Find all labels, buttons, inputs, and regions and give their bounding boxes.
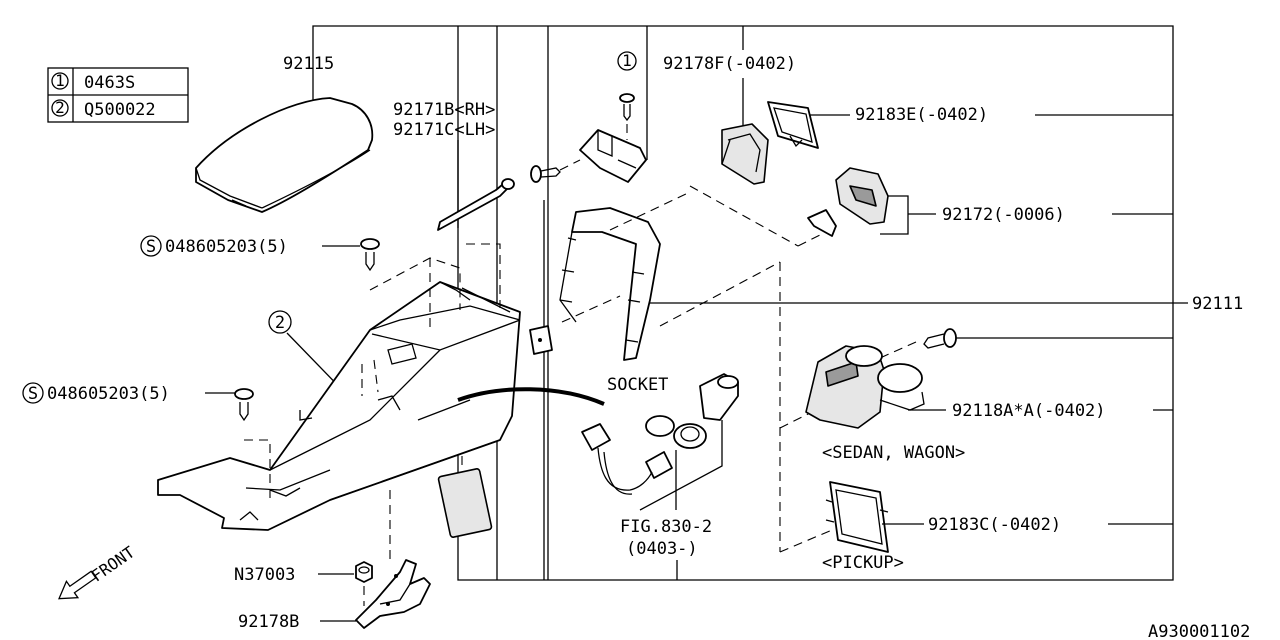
s-mark-icon [22,382,44,404]
socket-wire-indicator [457,387,605,406]
armrest-part[interactable] [195,97,374,213]
screw-upper-part[interactable] [360,238,380,272]
label-front: FRONT [88,542,139,585]
socket-harness-part[interactable] [581,423,673,495]
legend-code-2[interactable]: Q500022 [84,100,156,120]
label-screw-lower[interactable]: 048605203(5) [47,384,170,404]
circle-1-icon [617,51,637,71]
label-cover-f[interactable]: 92178F(-0402) [663,54,796,74]
label-armrest[interactable]: 92115 [283,54,334,74]
lid-e-part[interactable] [767,101,819,149]
lid-c-part[interactable] [825,481,889,553]
label-cupholder[interactable]: 92118A*A(-0402) [952,401,1106,421]
circle-2-icon [51,99,69,117]
label-console[interactable]: 92111 [1192,294,1243,314]
label-nut[interactable]: N37003 [234,565,295,585]
console-mount-lines [244,243,501,560]
cupholder-part[interactable] [805,345,925,429]
nut-part[interactable] [355,561,373,583]
front-arrow-icon [58,570,97,600]
s-mark-2: S [28,384,38,404]
label-variant-pickup: <PICKUP> [822,553,904,573]
label-fig-ref[interactable]: FIG.830-2 [620,517,712,537]
s-mark-icon [140,235,162,257]
socket-plug-part[interactable] [699,373,739,421]
bracket-part[interactable] [437,178,515,231]
label-socket[interactable]: SOCKET [607,375,668,395]
cover-f-part[interactable] [721,123,769,185]
console-body-part[interactable] [157,281,521,531]
panel-clip-part[interactable] [529,325,553,355]
diagram-id: A930001102 [1148,622,1250,640]
side-screw-part[interactable] [530,165,561,183]
label-lid-e[interactable]: 92183E(-0402) [855,105,988,125]
top-bracket-part[interactable] [579,129,647,183]
label-lid-c[interactable]: 92183C(-0402) [928,515,1061,535]
top-screw-part[interactable] [619,93,635,122]
bracket-b-part[interactable] [355,559,431,629]
console-pad-part[interactable] [437,468,493,538]
label-variant-sedan: <SEDAN, WAGON> [822,443,965,463]
label-bracket-b[interactable]: 92178B [238,612,299,632]
callout-2: 2 [275,313,285,333]
cupholder-screw-part[interactable] [923,328,957,349]
callout-1: 1 [622,51,632,70]
pocket-part[interactable] [807,167,889,237]
circle-2-icon [268,310,292,334]
label-fig-range: (0403-) [626,539,698,559]
frame-lines [312,25,1188,581]
label-bracket-lh[interactable]: 92171C<LH> [393,120,495,140]
label-bracket-rh[interactable]: 92171B<RH> [393,100,495,120]
side-panel-part[interactable] [559,207,661,361]
circle-1-icon [51,72,69,90]
legend-table: 1 0463S 2 Q500022 [47,67,189,123]
legend-symbol-2: 2 [55,98,65,117]
label-pocket[interactable]: 92172(-0006) [942,205,1065,225]
label-screw-upper[interactable]: 048605203(5) [165,237,288,257]
screw-lower-part[interactable] [234,388,254,422]
legend-code-1[interactable]: 0463S [84,73,135,93]
socket-cap-part[interactable] [645,415,707,449]
legend-symbol-1: 1 [55,71,65,90]
s-mark-1: S [146,237,156,257]
